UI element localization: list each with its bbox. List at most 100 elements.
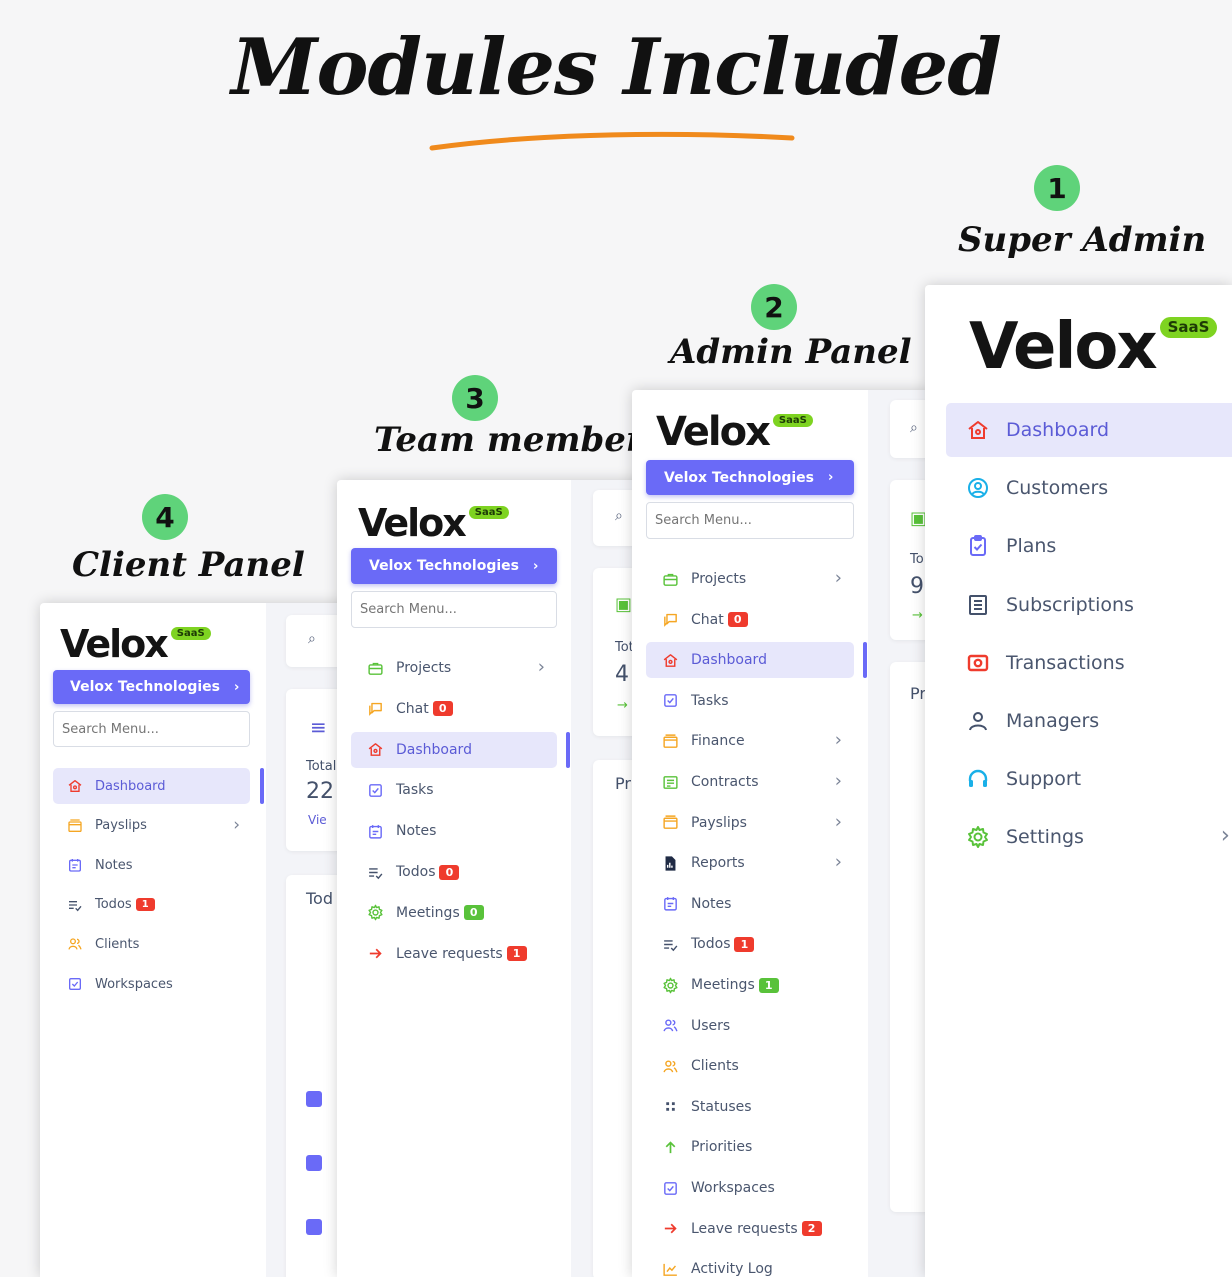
sidebar-item-payslips[interactable]: Payslips› xyxy=(53,808,250,844)
briefcase-icon: ▣ xyxy=(615,594,633,615)
sidebar-item-priorities[interactable]: Priorities xyxy=(646,1129,854,1165)
search-input[interactable] xyxy=(646,502,854,539)
sidebar-item-label: Transactions xyxy=(1006,651,1125,674)
clients-icon xyxy=(67,936,83,952)
sidebar-item-label: Subscriptions xyxy=(1006,593,1134,616)
sidebar-item-plans[interactable]: Plans xyxy=(946,519,1232,573)
step-number-4: 4 xyxy=(142,494,188,540)
wallet-icon xyxy=(662,814,679,831)
sidebar-item-label: Customers xyxy=(1006,477,1109,500)
view-link[interactable]: Vie xyxy=(308,813,327,827)
sidebar-item-reports[interactable]: Reports› xyxy=(646,845,854,881)
sidebar-item-projects[interactable]: Projects› xyxy=(646,561,854,597)
notes-icon xyxy=(367,823,384,840)
sidebar-item-label: Dashboard xyxy=(1006,419,1110,441)
todo-icon xyxy=(662,936,679,953)
sidebar-item-label: Notes xyxy=(95,857,133,873)
saas-tag: SaaS xyxy=(1159,317,1218,338)
briefcase-icon: ▣ xyxy=(910,508,928,529)
company-switcher[interactable]: Velox Technologies › xyxy=(351,548,557,584)
todo-checkbox[interactable] xyxy=(306,1155,322,1171)
company-switcher[interactable]: Velox Technologies › xyxy=(646,460,854,495)
chevron-right-icon: › xyxy=(1220,823,1230,850)
arrow-right-icon[interactable]: → xyxy=(617,698,628,713)
todo-icon xyxy=(67,897,83,913)
company-name: Velox Technologies xyxy=(664,469,814,486)
sidebar-item-dashboard[interactable]: Dashboard xyxy=(351,731,557,768)
sidebar-item-label: Statuses xyxy=(691,1098,752,1115)
sidebar-item-label: Payslips xyxy=(95,818,147,834)
sidebar-item-label: Projects xyxy=(396,660,452,676)
todo-checkbox[interactable] xyxy=(306,1219,322,1235)
search-icon[interactable]: ⌕ xyxy=(615,508,623,524)
sidebar-item-label: Notes xyxy=(691,895,732,912)
home-icon xyxy=(67,778,83,794)
logo: Velox SaaS xyxy=(60,625,211,663)
sidebar-item-dashboard[interactable]: Dashboard xyxy=(646,642,854,679)
count-badge: 0 xyxy=(463,905,484,921)
active-indicator xyxy=(863,642,867,679)
chat-icon xyxy=(367,700,384,717)
gear-icon xyxy=(662,977,679,994)
sidebar-item-label: Todos xyxy=(691,936,731,953)
sidebar-item-customers[interactable]: Customers xyxy=(946,461,1232,515)
sidebar-item-contracts[interactable]: Contracts› xyxy=(646,764,854,800)
sidebar-item-label: Tasks xyxy=(396,782,434,799)
company-switcher[interactable]: Velox Technologies › xyxy=(53,670,250,704)
sidebar-item-notes[interactable]: Notes xyxy=(351,813,557,849)
chevron-right-icon: › xyxy=(834,729,842,751)
sidebar-item-dashboard[interactable]: Dashboard xyxy=(53,768,250,804)
sidebar-item-clients[interactable]: Clients xyxy=(646,1048,854,1084)
sidebar-item-label: Contracts xyxy=(691,774,759,790)
sidebar-item-transactions[interactable]: Transactions xyxy=(946,636,1232,690)
sidebar-item-label: Managers xyxy=(1006,710,1100,732)
search-input[interactable] xyxy=(351,591,557,628)
label-super-admin: Super Admin xyxy=(958,220,1207,260)
search-icon[interactable]: ⌕ xyxy=(910,420,918,436)
sidebar-item-users[interactable]: Users xyxy=(646,1008,854,1044)
sidebar-item-projects[interactable]: Projects› xyxy=(351,650,557,686)
todo-checkbox[interactable] xyxy=(306,1091,322,1107)
sidebar-item-label: Support xyxy=(1006,768,1082,791)
sidebar-item-subscriptions[interactable]: Subscriptions xyxy=(946,578,1232,632)
sidebar-item-tasks[interactable]: Tasks xyxy=(646,683,854,719)
sidebar-item-label: Clients xyxy=(691,1058,739,1075)
search-input[interactable] xyxy=(53,711,250,747)
logo-word: Velox xyxy=(358,501,467,545)
sidebar-item-statuses[interactable]: Statuses xyxy=(646,1089,854,1125)
logo-word: Velox xyxy=(60,622,169,666)
sidebar-item-notes[interactable]: Notes xyxy=(53,847,250,883)
sidebar-item-workspaces[interactable]: Workspaces xyxy=(53,966,250,1002)
sidebar-item-workspaces[interactable]: Workspaces xyxy=(646,1170,854,1206)
label-client-panel: Client Panel xyxy=(72,545,305,585)
sidebar-item-notes[interactable]: Notes xyxy=(646,886,854,922)
count-badge: 0 xyxy=(439,864,460,880)
sidebar-item-payslips[interactable]: Payslips› xyxy=(646,805,854,841)
sidebar-item-finance[interactable]: Finance› xyxy=(646,723,854,759)
checkbox-icon xyxy=(67,976,83,992)
sidebar-item-settings[interactable]: Settings› xyxy=(946,810,1232,864)
sidebar-item-managers[interactable]: Managers xyxy=(946,694,1232,748)
sidebar-item-clients[interactable]: Clients xyxy=(53,926,250,962)
sidebar-item-activity-log[interactable]: Activity Log xyxy=(646,1251,854,1277)
sidebar-item-label: Projects xyxy=(691,571,747,587)
sidebar-item-support[interactable]: Support xyxy=(946,752,1232,806)
admin-panel: ⌕ ▣ To 9 → Pr Velox SaaS Velox Technolog… xyxy=(632,390,932,1277)
arrow-right-icon[interactable]: → xyxy=(912,608,923,623)
team-member-panel: ⌕ ▣ Tot 4 → Pr Velox SaaS Velox Technolo… xyxy=(337,480,677,1277)
todo-icon xyxy=(367,864,384,881)
search-icon[interactable]: ⌕ xyxy=(308,631,316,647)
sidebar-item-label: Todos xyxy=(95,897,132,913)
sidebar-item-tasks[interactable]: Tasks xyxy=(351,772,557,808)
sidebar-item-dashboard[interactable]: Dashboard xyxy=(946,403,1232,457)
notes-icon xyxy=(67,857,83,873)
